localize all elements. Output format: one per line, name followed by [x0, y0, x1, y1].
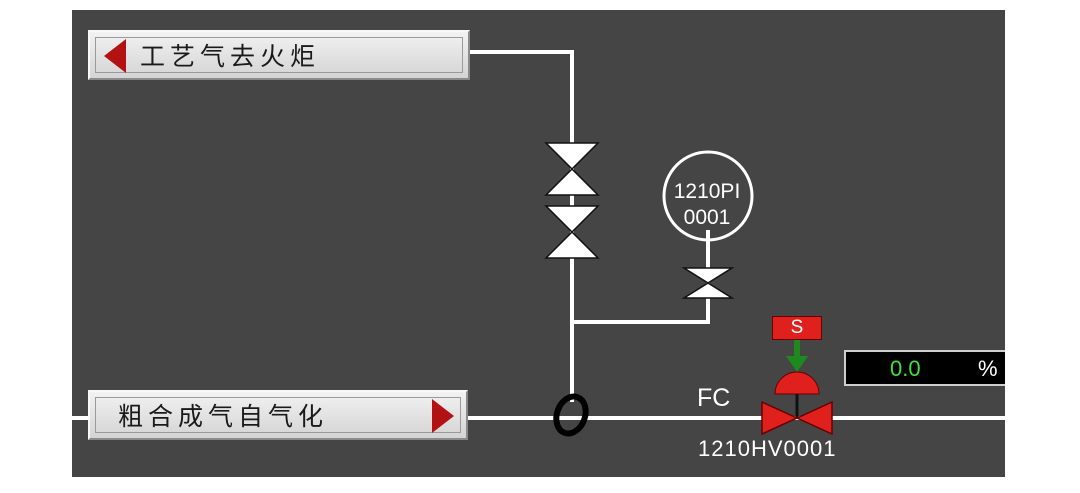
syngas-nav-label: 粗合成气自气化 — [118, 402, 329, 431]
left-triangle-icon — [104, 39, 126, 73]
readout-value: 0.0 — [890, 356, 921, 381]
control-valve-1210hv0001[interactable] — [761, 371, 833, 436]
pi-impulse-line — [572, 230, 710, 324]
flare-nav-button-frame — [95, 37, 463, 73]
flare-outlet-pipe — [470, 50, 574, 402]
down-arrow-icon — [786, 356, 808, 372]
flare-nav-button[interactable]: 工艺气去火炬 — [88, 30, 470, 80]
solenoid-s-button[interactable]: S — [772, 316, 822, 340]
pi-tag-line2: 0001 — [683, 206, 731, 229]
solenoid-arrow — [786, 340, 808, 372]
valve-output-readout[interactable]: 0.0 % — [844, 350, 1005, 386]
bowtie-valve-icon — [544, 142, 600, 196]
valve-tag-label: 1210HV0001 — [698, 436, 837, 461]
handwritten-loop-mark — [553, 393, 589, 437]
process-graphic-panel: 工艺气去火炬 粗合成气自气化 1210PI 0001 S 0.0 % FC 12… — [72, 10, 1005, 477]
isolation-valve-lower[interactable] — [544, 205, 600, 259]
valve-actuator — [774, 371, 820, 395]
pi-tag-line1: 1210PI — [673, 180, 741, 203]
bowtie-valve-icon — [681, 267, 735, 299]
control-valve-icon — [761, 400, 833, 436]
bowtie-valve-icon — [544, 205, 600, 259]
syngas-nav-button-frame — [95, 397, 461, 433]
pi-root-valve[interactable] — [681, 267, 735, 299]
fail-mode-label: FC — [697, 384, 731, 412]
readout-unit: % — [978, 356, 998, 381]
isolation-valve-upper[interactable] — [544, 142, 600, 196]
right-triangle-icon — [432, 399, 454, 433]
syngas-nav-button[interactable]: 粗合成气自气化 — [88, 390, 468, 440]
pressure-indicator-bubble[interactable] — [662, 150, 754, 242]
flare-nav-label: 工艺气去火炬 — [140, 42, 321, 71]
